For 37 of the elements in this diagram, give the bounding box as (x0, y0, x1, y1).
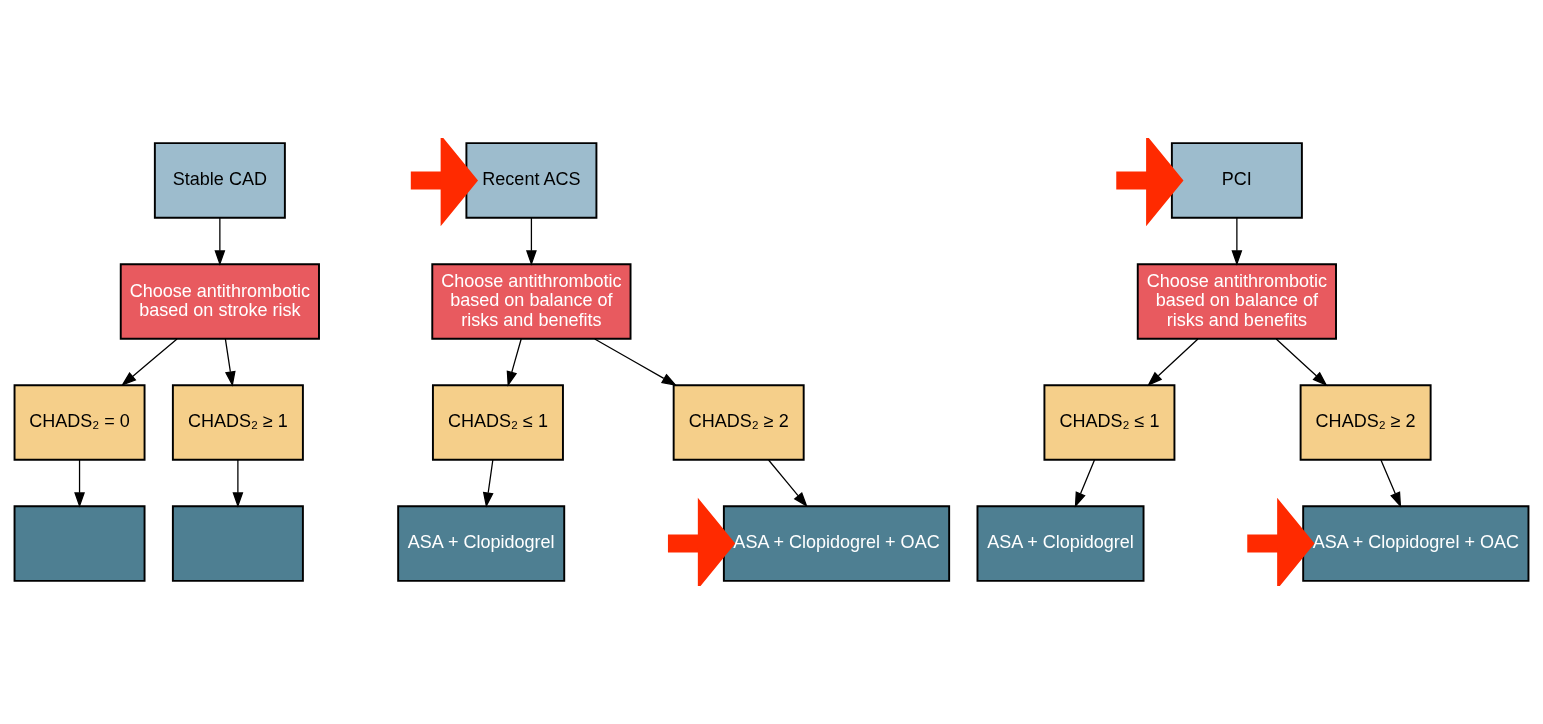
arrow (482, 459, 494, 508)
node-box: ASA + Clopidogrel + OAC (1302, 505, 1530, 582)
node-box: Choose antithrombotic based on balance of risks and benefits (1136, 263, 1337, 340)
node-box: Recent ACS (465, 142, 598, 219)
arrow (1231, 217, 1243, 266)
node-box: CHADS₂ ≤ 1 (1043, 384, 1176, 461)
node-box: ASA + Clopidogrel (397, 505, 566, 582)
node-box: ASA + Clopidogrel + OAC (722, 505, 951, 582)
node-box: Stable CAD (153, 142, 286, 219)
node-box (13, 505, 146, 582)
node-box: PCI (1170, 142, 1303, 219)
node-box (171, 505, 304, 582)
arrow (410, 138, 478, 227)
arrow (767, 459, 808, 508)
node-box: CHADS₂ ≤ 1 (431, 384, 564, 461)
node-box: CHADS₂ ≥ 2 (672, 384, 805, 461)
node-box: CHADS₂ ≥ 2 (1299, 384, 1432, 461)
arrow (1275, 338, 1328, 387)
arrow (1380, 459, 1402, 508)
node-box: Choose antithrombotic based on balance of risks and benefits (431, 263, 632, 340)
arrow (1116, 138, 1184, 227)
node-box: CHADS₂ ≥ 1 (171, 384, 304, 461)
node-box: CHADS₂ = 0 (13, 384, 146, 461)
arrow (1147, 338, 1199, 387)
arrow (1074, 459, 1096, 508)
arrow (121, 338, 178, 387)
arrow (232, 459, 244, 508)
arrow (506, 338, 522, 387)
arrow (224, 338, 236, 387)
node-box: Choose antithrombotic based on stroke risk (119, 263, 320, 340)
node-box: ASA + Clopidogrel (976, 505, 1145, 582)
arrow (667, 497, 736, 586)
arrow (74, 459, 85, 508)
arrow (214, 217, 226, 266)
arrow (1247, 497, 1315, 586)
arrow (526, 217, 537, 266)
arrow (594, 338, 678, 387)
